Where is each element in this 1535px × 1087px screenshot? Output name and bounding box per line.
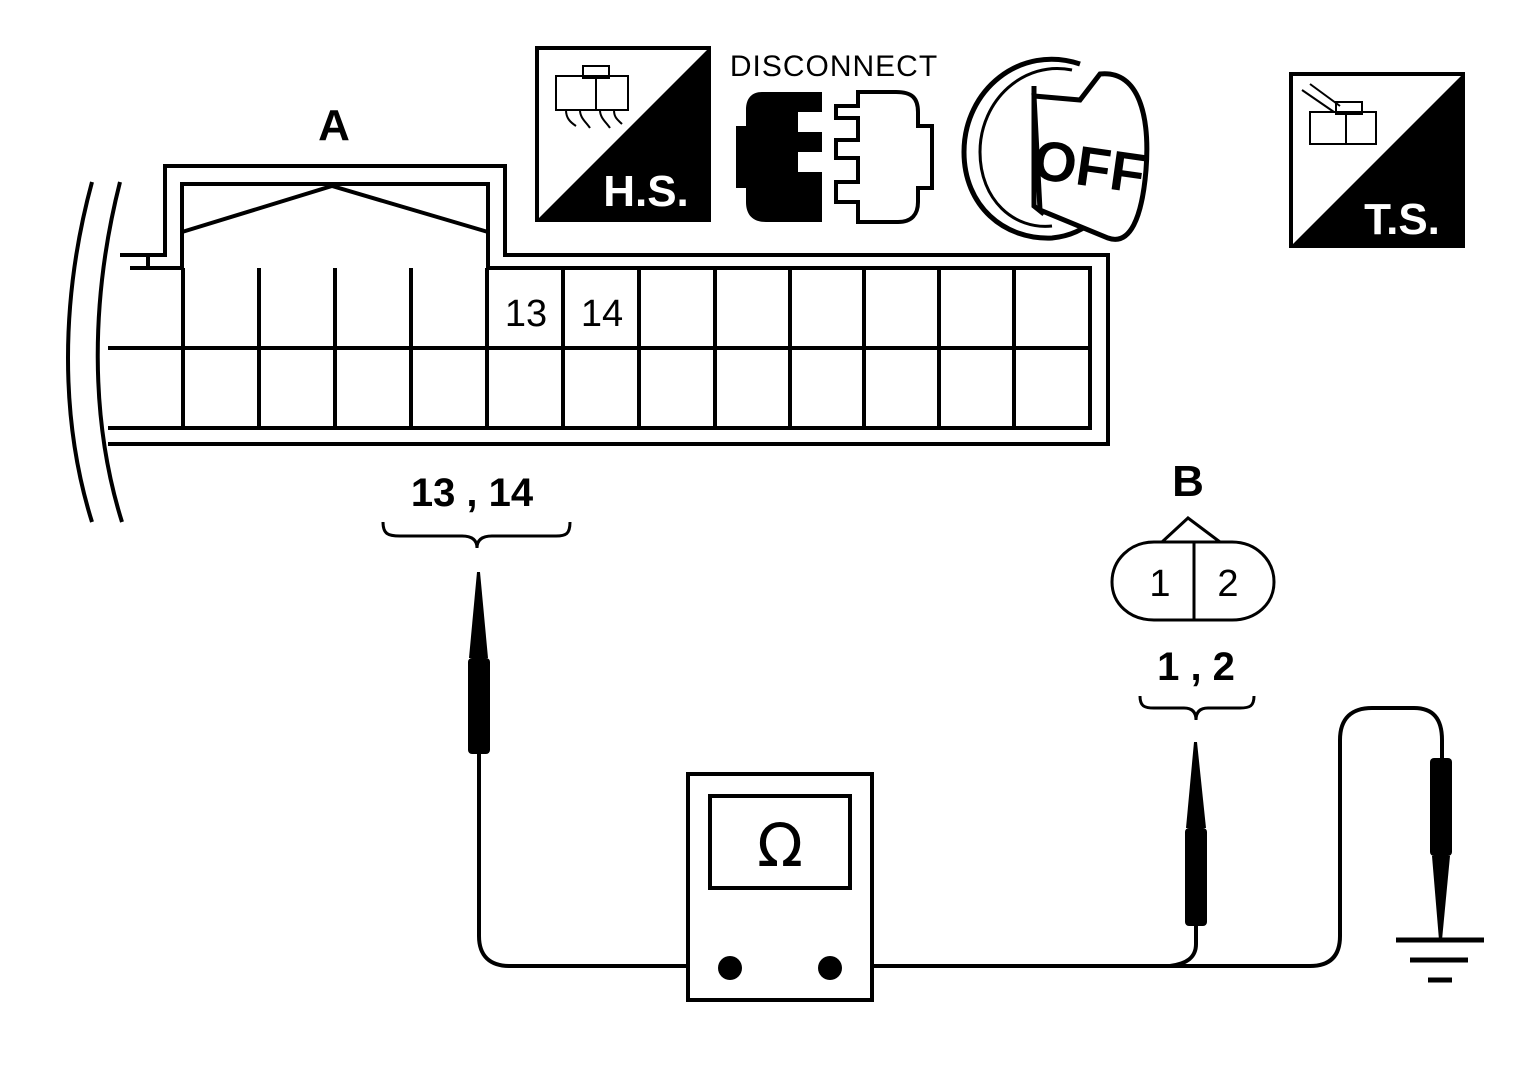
probe-a xyxy=(468,572,490,754)
harness-side-badge: H.S. xyxy=(535,46,711,222)
terminal-side-badge: T.S. xyxy=(1289,72,1465,248)
connector-a-probe-pins: 13 , 14 xyxy=(411,471,534,515)
ohmmeter-terminal-left xyxy=(718,956,742,980)
connector-a-label: A xyxy=(318,101,350,150)
ignition-off-label: OFF xyxy=(1029,127,1149,205)
connector-b-probe-pins: 1 , 2 xyxy=(1157,645,1235,689)
probe-b xyxy=(1185,742,1207,926)
pin-13-label: 13 xyxy=(505,293,547,335)
probe-ground xyxy=(1430,758,1452,940)
connector-a xyxy=(66,164,1110,523)
disconnect-label: DISCONNECT xyxy=(730,50,938,83)
harness-break-line xyxy=(66,181,94,523)
ignition-off-icon: OFF xyxy=(961,56,1150,242)
ohmmeter-terminal-right xyxy=(818,956,842,980)
pin-2-label: 2 xyxy=(1217,563,1238,605)
ohmmeter: Ω xyxy=(686,772,874,1002)
harness-break-line xyxy=(95,181,124,523)
terminal-side-badge-text: T.S. xyxy=(1364,195,1440,244)
ohmmeter-display xyxy=(708,794,852,890)
connector-terminal-icon xyxy=(1301,83,1377,145)
disconnect-icon: DISCONNECT xyxy=(730,50,938,224)
connector-b-label: B xyxy=(1172,457,1204,506)
pin-14-label: 14 xyxy=(581,293,623,335)
connector-a-brace xyxy=(381,521,572,549)
connector-b xyxy=(1110,516,1276,622)
ohmmeter-icon: Ω xyxy=(757,811,803,881)
connector-b-brace xyxy=(1138,695,1256,721)
harness-side-badge-text: H.S. xyxy=(603,167,689,216)
pin-1-label: 1 xyxy=(1149,563,1170,605)
connector-harness-icon xyxy=(555,65,629,129)
test-leads xyxy=(477,706,1444,968)
ground-icon xyxy=(1396,937,1484,983)
